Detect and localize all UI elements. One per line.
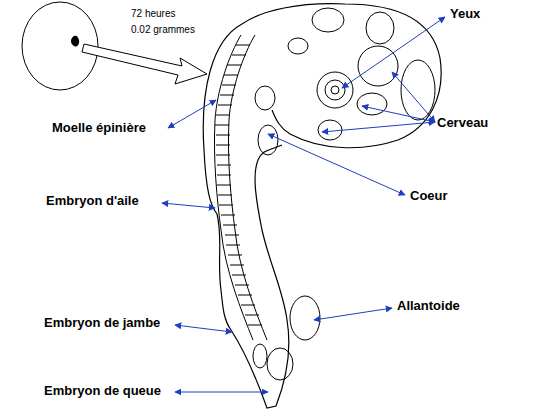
- leader-line: [314, 308, 392, 320]
- part-label: Embryon de jambe: [44, 315, 160, 330]
- brain-vesicle: [318, 120, 342, 140]
- zoom-arrow: [82, 44, 207, 84]
- somites: [215, 45, 262, 325]
- leader-line: [362, 106, 435, 122]
- brain-vesicle: [366, 12, 394, 44]
- part-label: Embryon d'aile: [46, 193, 139, 208]
- tail-bud: [253, 344, 267, 368]
- part-label: Moelle épinière: [52, 120, 146, 135]
- leader-line: [162, 203, 215, 208]
- leader-line: [175, 325, 232, 332]
- spinal-line: [228, 35, 267, 340]
- part-label: Cerveau: [437, 115, 488, 130]
- brain-vesicle: [288, 38, 308, 54]
- brain-vesicle: [312, 8, 344, 32]
- leader-line: [268, 134, 405, 195]
- allantois: [290, 296, 320, 340]
- stage-note: 72 heures: [131, 8, 175, 20]
- brain-vesicle: [401, 60, 435, 120]
- eye: [317, 72, 353, 108]
- tail-bud: [267, 348, 293, 380]
- spinal-line: [214, 35, 253, 340]
- eye-lens: [325, 80, 345, 100]
- stage-note: 0.02 grammes: [131, 24, 195, 36]
- heart-loop: [258, 125, 278, 155]
- leader-line: [168, 100, 216, 128]
- leader-line: [342, 17, 445, 88]
- leader-line: [322, 122, 435, 132]
- part-label: Embryon de queue: [44, 383, 161, 398]
- heart-loop: [255, 86, 275, 110]
- embryo-spot: [71, 36, 79, 47]
- eye-pupil: [331, 86, 339, 94]
- leader-line: [175, 392, 268, 393]
- body-outline: [203, 24, 289, 408]
- brain-vesicle: [357, 93, 387, 115]
- part-label: Allantoide: [397, 298, 460, 313]
- brain-vesicle: [358, 46, 398, 86]
- part-label: Coeur: [410, 188, 448, 203]
- part-label: Yeux: [450, 6, 480, 21]
